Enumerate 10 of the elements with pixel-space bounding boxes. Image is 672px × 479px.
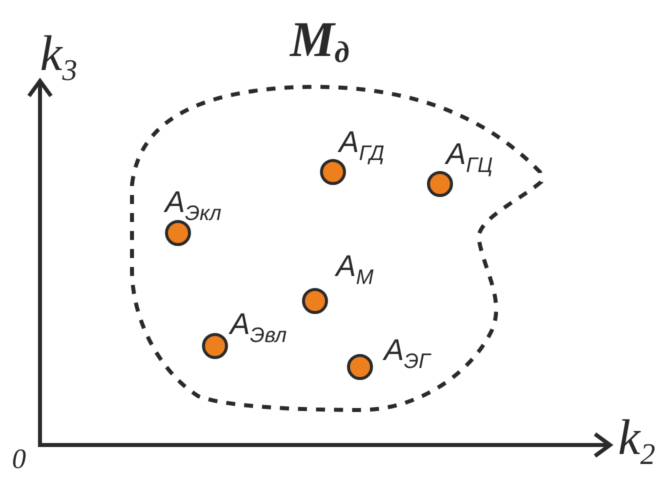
axis-label: k$_{3}$	[40, 28, 78, 86]
point-label: A$_{ЭГ}$	[384, 336, 430, 372]
point-label: A$_{Экл}$	[165, 188, 222, 224]
point-label: A$_{Эвл}$	[230, 310, 287, 346]
region-title: M$_{д}$	[290, 14, 350, 68]
axis-label: k$_{2}$	[618, 412, 656, 470]
point-label: A$_{ГД}$	[339, 128, 384, 164]
point-label: A$_{М}$	[336, 252, 374, 288]
axis-label: 0	[12, 446, 26, 474]
point-label: A$_{ГЦ}$	[446, 140, 493, 176]
